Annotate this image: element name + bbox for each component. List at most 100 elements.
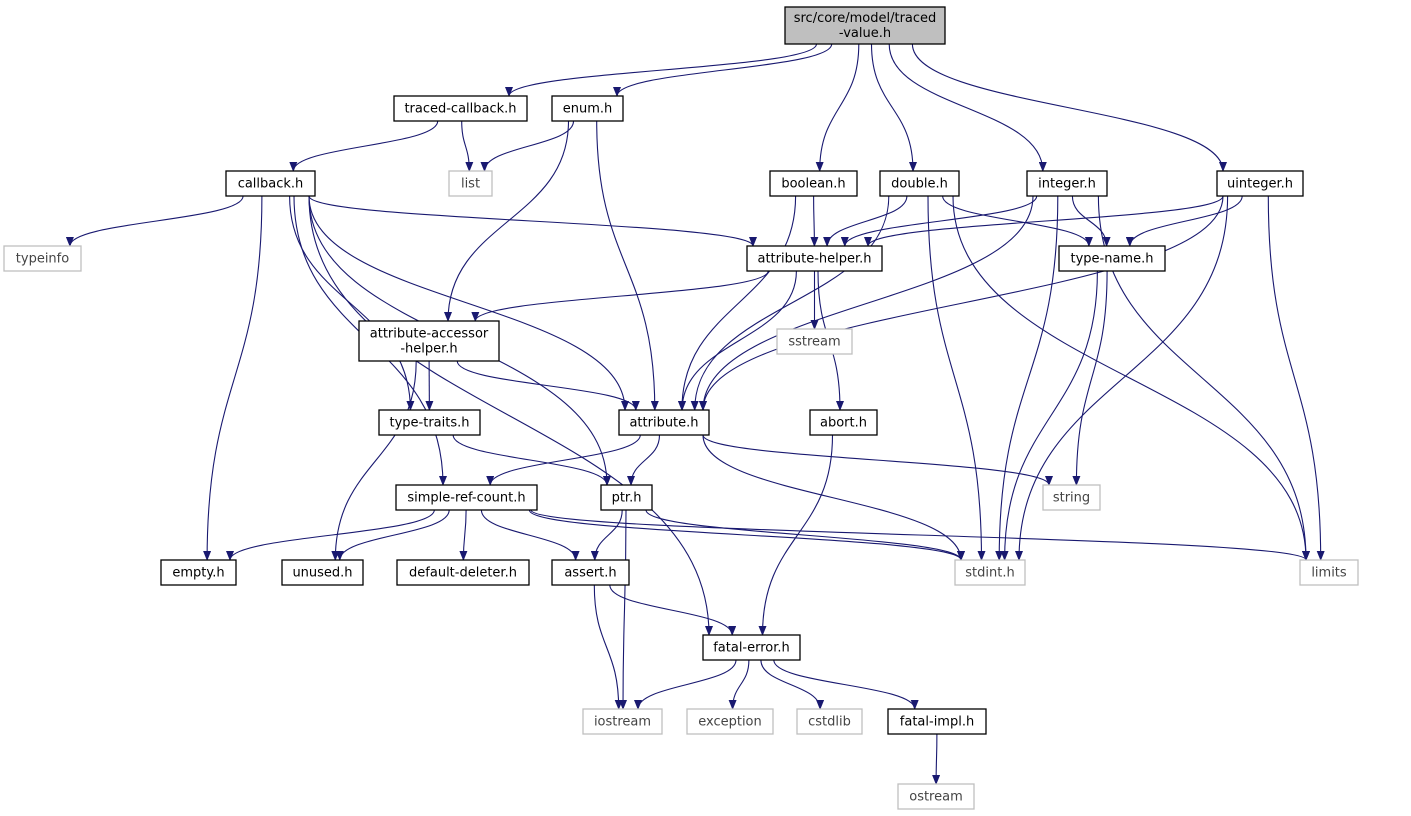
edge-double-to-attribute_helper [823,195,908,247]
node-attribute[interactable]: attribute.h [618,409,710,436]
node-box [1216,170,1304,197]
edge-integer-to-type_name [1071,195,1111,247]
edge-simple_ref_count-to-stdint [528,509,965,561]
edge-uinteger-to-limits [1267,195,1325,561]
edge-attribute_accessor_helper-to-unused [331,360,417,561]
node-label: fatal-error.h [713,641,790,656]
edge-attribute-to-string [702,434,1053,486]
node-box [358,320,500,362]
node-integer[interactable]: integer.h [1026,170,1108,197]
node-label: attribute-accessor [370,327,489,342]
edge-callback-to-fatal_error [308,195,713,636]
edge-boolean-to-attribute_helper [810,195,819,247]
node-box [395,484,538,511]
edge-fatal_error-to-cstdlib [760,659,825,710]
edge-boolean-to-attribute [677,195,797,411]
node-label: iostream [594,715,651,730]
node-box [1042,484,1101,511]
node-box [746,245,883,272]
edge-simple_ref_count-to-limits [530,509,1310,561]
node-type-traits[interactable]: type-traits.h [378,409,481,436]
node-box [551,559,630,586]
node-label: -value.h [839,26,891,41]
node-fatal-error[interactable]: fatal-error.h [702,634,801,661]
node-label: traced-callback.h [404,102,516,117]
node-iostream: iostream [582,708,663,735]
node-fatal-impl[interactable]: fatal-impl.h [887,708,987,735]
node-empty[interactable]: empty.h [160,559,237,586]
node-box [225,170,316,197]
node-traced-callback[interactable]: traced-callback.h [393,95,528,122]
edge-fatal_error-to-fatal_impl [773,659,919,710]
edge-callback-to-empty [203,195,263,561]
node-boolean[interactable]: boolean.h [769,170,858,197]
node-layer: src/core/model/traced-value.h traced-call… [3,6,1359,810]
node-unused[interactable]: unused.h [281,559,364,586]
node-label: src/core/model/traced [794,11,937,26]
edge-traced_callback-to-callback [289,120,439,172]
node-box [887,708,987,735]
edge-simple_ref_count-to-assert [480,509,580,561]
node-label: double.h [891,177,948,192]
edge-uinteger-to-type_name [1125,195,1243,247]
node-box [1026,170,1108,197]
edge-simple_ref_count-to-default_deleter [459,509,468,561]
edge-root-to-uinteger [911,43,1227,172]
node-label: simple-ref-count.h [407,491,525,506]
node-label: string [1053,491,1090,506]
node-box [897,783,975,810]
edge-enum-to-attribute [596,120,659,411]
node-ptr[interactable]: ptr.h [600,484,653,511]
edge-integer-to-attribute_helper [840,195,1038,247]
node-label: attribute.h [629,416,698,431]
node-box [582,708,663,735]
node-box [618,409,710,436]
edge-simple_ref_count-to-empty [226,509,435,561]
node-list: list [448,170,493,197]
edge-callback-to-attribute [308,195,629,411]
node-label: sstream [788,335,840,350]
node-label: empty.h [172,566,224,581]
node-sstream: sstream [776,328,853,355]
node-enum[interactable]: enum.h [551,95,624,122]
node-box [600,484,653,511]
node-box [776,328,853,355]
node-label: type-name.h [1071,252,1154,267]
edge-double-to-attribute [690,195,890,411]
node-attribute-helper[interactable]: attribute-helper.h [746,245,883,272]
node-box [879,170,960,197]
node-double[interactable]: double.h [879,170,960,197]
node-box [378,409,481,436]
edge-fatal_impl-to-ostream [932,733,941,785]
node-abort[interactable]: abort.h [809,409,878,436]
node-type-name[interactable]: type-name.h [1058,245,1166,272]
edge-attribute-to-simple_ref_count [486,434,641,486]
node-uinteger[interactable]: uinteger.h [1216,170,1304,197]
edge-double-to-limits [952,195,1310,561]
edge-assert-to-fatal_error [609,584,737,636]
node-callback[interactable]: callback.h [225,170,316,197]
edge-root-to-integer [888,43,1047,172]
edge-callback-to-type_traits [289,195,415,411]
node-box [1299,559,1359,586]
node-root[interactable]: src/core/model/traced-value.h [784,6,946,45]
node-simple-ref-count[interactable]: simple-ref-count.h [395,484,538,511]
edge-root-to-boolean [815,43,860,172]
node-string: string [1042,484,1101,511]
node-label: callback.h [238,177,304,192]
edge-assert-to-iostream [593,584,623,710]
edge-enum-to-list [480,120,575,172]
node-box [160,559,237,586]
node-assert[interactable]: assert.h [551,559,630,586]
edge-attribute_helper-to-attribute_accessor_helper [471,270,769,322]
node-label: attribute-helper.h [757,252,871,267]
node-attribute-accessor-helper[interactable]: attribute-accessor-helper.h [358,320,500,362]
edge-double-to-stdint [927,195,986,561]
node-label: exception [698,715,762,730]
node-label: list [461,177,480,192]
node-default-deleter[interactable]: default-deleter.h [396,559,530,586]
node-box [784,6,946,45]
node-box [809,409,878,436]
edge-uinteger-to-attribute_helper [864,195,1224,247]
